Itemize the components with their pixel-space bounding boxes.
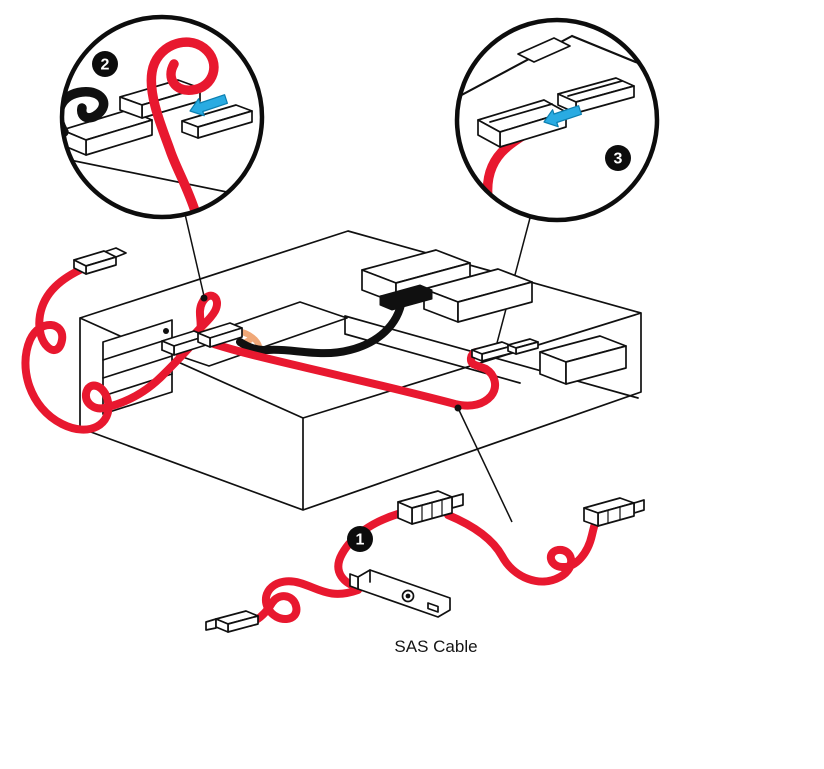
callout-2-anchor-dot [200,294,208,302]
badge-label: 1 [356,532,365,549]
motherboard [161,301,348,367]
badge-label: 3 [614,151,623,168]
badge-circle [347,526,373,552]
sas-cable-red-across [210,340,500,410]
leader-line-callout-2 [184,213,205,297]
insert-arrow-icon [189,94,228,117]
small-plug-bottom-left [205,610,259,633]
reference-dots [163,294,462,412]
callout-detail-3 [454,17,660,223]
black-cable-loop [62,87,109,137]
callout-2-circle [59,14,265,220]
connector-right [181,104,253,139]
chassis-outline [79,230,642,511]
sas-cable-red-to-bracket [334,510,402,592]
sas-connector-b [583,497,645,527]
badge-label: 2 [101,57,110,74]
bracket-slot [427,602,439,613]
chassis-notch [517,37,571,63]
shelf-connector-2 [507,338,539,355]
pci-bracket [349,569,451,618]
sas-cable-red-left [21,264,221,434]
chassis [79,230,642,511]
step-badge-2: 2 [92,51,118,77]
connector-lower [62,109,153,156]
external-sas-plug [73,247,127,275]
sas-cable-red-bottom-left [246,577,362,627]
sas-connector-a [397,490,464,525]
plug-connector [557,77,635,114]
badge-circle [605,145,631,171]
connector-ribs [421,499,443,522]
diagram-caption: SAS Cable [394,637,477,656]
black-drive-cable [236,296,406,358]
insert-arrow-icon [543,105,583,128]
callout-detail-2 [59,14,265,220]
hard-drive-3 [539,335,627,385]
board-anchor-dot [163,328,169,334]
badge-circle [92,51,118,77]
shelf-connector-1 [471,341,513,362]
callout-3-circle [454,17,660,223]
black-drive-connector [379,284,433,311]
leader-line-bottom-detail [457,407,513,523]
bracket-screw [405,593,411,599]
bottom-cable-assembly [205,490,645,633]
step-badge-1: 1 [347,526,373,552]
red-cable-spiral [146,37,219,217]
cables [21,264,500,434]
callout-2-content [62,37,257,217]
board-edge-line [62,157,257,199]
sas-cable-red-bottom-right [444,508,605,586]
board-connector-2 [197,322,243,348]
connector-ribs [607,506,621,524]
step-badge-3: 3 [605,145,631,171]
bottom-leader-anchor-dot [454,404,462,412]
